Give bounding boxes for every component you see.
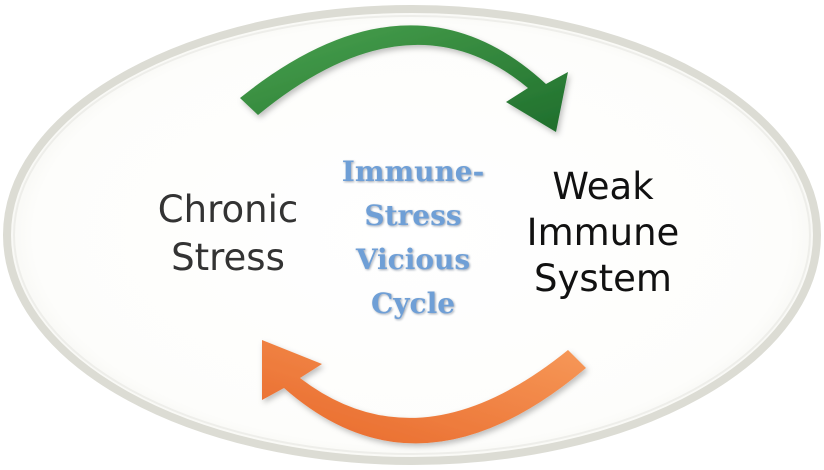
background-ellipse [3, 5, 821, 465]
bottom-cycle-arrow [262, 340, 586, 444]
center-label-line-3: Vicious [355, 243, 471, 276]
left-node-line-2: Stress [171, 236, 285, 279]
right-node-line-1: Weak [552, 165, 654, 208]
right-node-line-3: System [534, 257, 672, 300]
ellipse-inner-rim [13, 15, 811, 455]
center-label-line-2: Stress [364, 199, 462, 232]
center-label-line-4: Cycle [370, 287, 456, 320]
top-cycle-arrow [240, 25, 568, 133]
center-cycle-label: Immune- Stress Vicious Cycle [318, 150, 508, 326]
right-node-line-2: Immune [526, 211, 680, 254]
left-node-line-1: Chronic [157, 188, 299, 231]
center-label-line-1: Immune- [341, 155, 485, 188]
chronic-stress-node: Chronic Stress [118, 186, 338, 282]
weak-immune-system-node: Weak Immune System [488, 164, 718, 302]
